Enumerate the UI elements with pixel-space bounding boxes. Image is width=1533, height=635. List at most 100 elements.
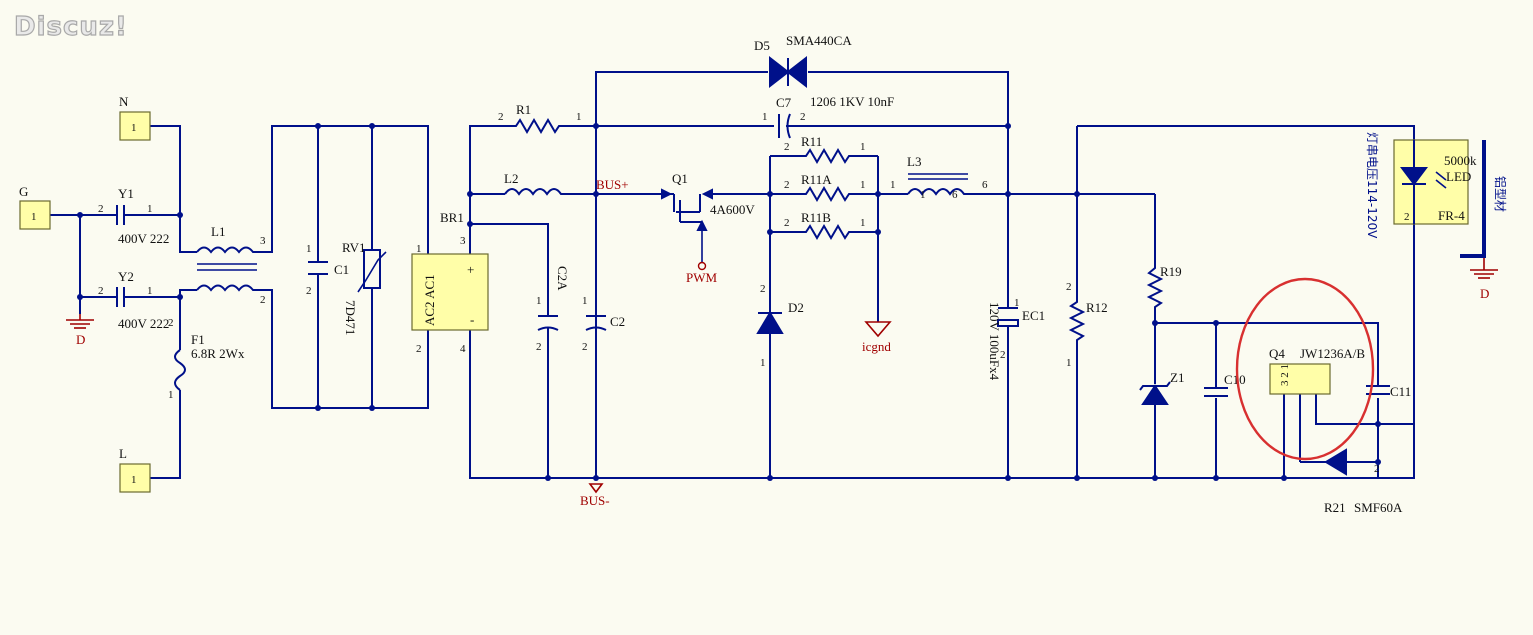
capacitor-y2: Y2 2 1 400V 222 [98, 269, 169, 331]
svg-text:2: 2 [306, 285, 312, 297]
resistor-r11b: R11B 2 1 [784, 210, 866, 240]
svg-text:1: 1 [762, 111, 768, 123]
svg-text:R12: R12 [1086, 300, 1108, 315]
svg-text:1: 1 [536, 295, 542, 307]
inductor-l3: L3 1 1 6 6 [890, 154, 988, 201]
svg-text:1: 1 [306, 243, 312, 255]
svg-text:Z1: Z1 [1170, 370, 1184, 385]
resistor-r11: R11 2 1 [784, 134, 866, 164]
diode-d2: D2 2 1 [756, 283, 804, 369]
svg-text:1: 1 [860, 141, 866, 153]
svg-text:BR1: BR1 [440, 210, 464, 225]
svg-text:2: 2 [416, 343, 422, 355]
svg-text:1: 1 [147, 203, 153, 215]
capacitor-c2a: C2A 1 2 [536, 266, 570, 353]
note-lamp-voltage: 灯串电压114-120V [1365, 132, 1379, 239]
svg-text:1: 1 [920, 189, 926, 201]
svg-text:R11B: R11B [801, 210, 831, 225]
svg-text:1: 1 [147, 285, 153, 297]
svg-text:L1: L1 [211, 224, 225, 239]
svg-text:1: 1 [860, 179, 866, 191]
svg-text:2: 2 [1066, 281, 1072, 293]
svg-text:D5: D5 [754, 38, 770, 53]
svg-text:400V 222: 400V 222 [118, 231, 169, 246]
svg-text:1206 1KV 10nF: 1206 1KV 10nF [810, 94, 894, 109]
svg-text:5000k: 5000k [1444, 153, 1477, 168]
svg-text:EC1: EC1 [1022, 308, 1045, 323]
svg-text:2: 2 [760, 283, 766, 295]
svg-text:C10: C10 [1224, 372, 1246, 387]
port-n: 1 N [119, 94, 151, 141]
watermark-logo: Discuz! [14, 12, 128, 42]
svg-text:Y1: Y1 [118, 186, 134, 201]
svg-text:PWM: PWM [686, 270, 718, 285]
svg-text:Q4: Q4 [1269, 346, 1285, 361]
svg-text:1: 1 [760, 357, 766, 369]
svg-text:400V 222: 400V 222 [118, 316, 169, 331]
svg-text:1: 1 [416, 243, 422, 255]
capacitor-c7: C7 1206 1KV 10nF 1 2 [762, 94, 894, 139]
resistor-r11a: R11A 2 1 [784, 172, 866, 202]
svg-text:7D471: 7D471 [343, 300, 358, 335]
svg-text:2: 2 [1404, 211, 1410, 223]
port-l: 1 L [119, 446, 151, 493]
led-module: 5000k LED FR-4 2 [1393, 139, 1477, 225]
svg-text:3: 3 [460, 235, 466, 247]
svg-text:1: 1 [131, 122, 137, 134]
aluminum-profile [1460, 140, 1486, 258]
svg-text:1: 1 [582, 295, 588, 307]
tvs-diode-d5: D5 SMA440CA [754, 33, 852, 89]
zener-diode-z1: Z1 [1139, 370, 1184, 405]
svg-text:C11: C11 [1390, 384, 1411, 399]
svg-text:icgnd: icgnd [862, 339, 891, 354]
svg-text:L2: L2 [504, 171, 518, 186]
resistor-r12: R12 2 1 [1066, 281, 1108, 369]
svg-text:RV1: RV1 [342, 240, 366, 255]
pwm-pin: PWM [686, 219, 718, 285]
svg-text:G: G [19, 184, 28, 199]
svg-text:2: 2 [98, 203, 104, 215]
svg-text:C1: C1 [334, 262, 349, 277]
svg-text:6.8R 2Wx: 6.8R 2Wx [191, 346, 245, 361]
mosfet-q1: Q1 4A600V [660, 171, 755, 223]
bus-minus-symbol: BUS- [580, 483, 610, 508]
svg-text:6: 6 [952, 189, 958, 201]
svg-text:SMF60A: SMF60A [1354, 500, 1403, 515]
svg-text:R11A: R11A [801, 172, 832, 187]
svg-text:4: 4 [460, 343, 466, 355]
svg-text:SMA440CA: SMA440CA [786, 33, 852, 48]
svg-text:2: 2 [784, 179, 790, 191]
wires [50, 71, 1415, 479]
tvs-diode-r21: R21 SMF60A 2 [1324, 448, 1403, 515]
resistor-r19: R19 [1146, 262, 1182, 310]
electrolytic-capacitor-ec1: EC1 120V 100uFx4 1 2 [987, 297, 1045, 381]
svg-text:3 2 1: 3 2 1 [1279, 364, 1291, 386]
inductor-l2: L2 BUS+ [504, 171, 629, 196]
svg-text:6: 6 [982, 179, 988, 191]
svg-text:+: + [467, 262, 474, 277]
svg-text:2: 2 [582, 341, 588, 353]
svg-text:D2: D2 [788, 300, 804, 315]
svg-text:2: 2 [98, 285, 104, 297]
svg-text:1: 1 [168, 389, 174, 401]
svg-text:BUS-: BUS- [580, 493, 610, 508]
svg-text:1: 1 [890, 179, 896, 191]
svg-text:F1: F1 [191, 332, 205, 347]
svg-text:-: - [470, 312, 474, 327]
note-aluminum: 铝型材 [1493, 176, 1508, 212]
port-g: 1 G [19, 184, 51, 230]
svg-text:R11: R11 [801, 134, 822, 149]
svg-text:Q1: Q1 [672, 171, 688, 186]
svg-text:1: 1 [1014, 297, 1020, 309]
svg-text:Y2: Y2 [118, 269, 134, 284]
svg-text:2: 2 [260, 294, 266, 306]
svg-text:2: 2 [536, 341, 542, 353]
svg-text:BUS+: BUS+ [596, 177, 629, 192]
controller-ic-q4: 3 2 1 Q4 JW1236A/B [1269, 346, 1365, 395]
ground-symbol-left: D [66, 314, 94, 347]
svg-text:D: D [76, 332, 85, 347]
svg-text:2: 2 [800, 111, 806, 123]
svg-text:1: 1 [576, 111, 582, 123]
highlight-circle [1235, 277, 1375, 461]
